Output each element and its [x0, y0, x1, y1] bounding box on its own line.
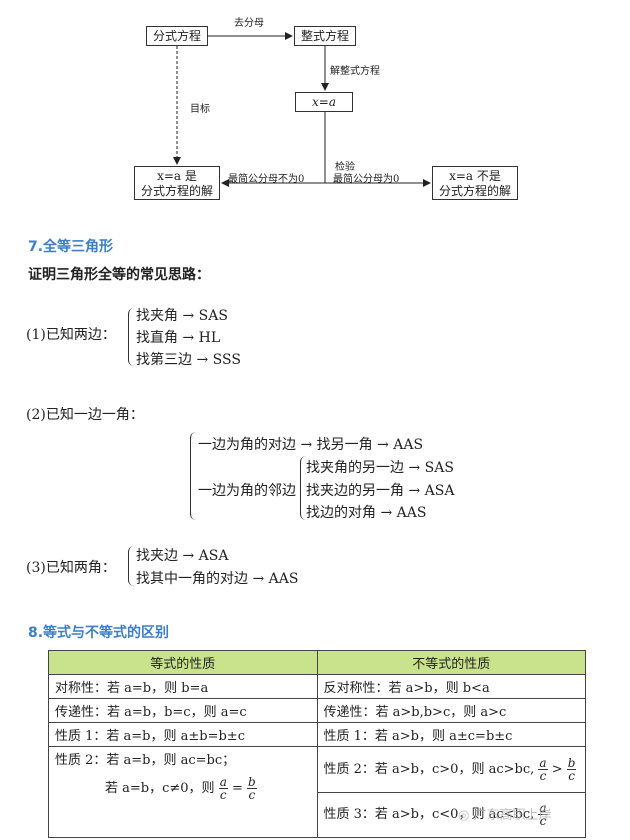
case2-brace — [190, 432, 197, 520]
case2-adjacent: 一边为角的邻边 — [198, 483, 296, 499]
case1-item-3: 找第三边 → SSS — [136, 352, 241, 368]
table-row: 传递性：若 a=b，b=c，则 a=c 传递性：若 a>b,b>c，则 a>c — [48, 698, 586, 723]
section-8-title: 8.等式与不等式的区别 — [28, 625, 170, 641]
case1-item-2: 找直角 → HL — [136, 330, 221, 346]
box-not-solution: x=a 不是 分式方程的解 — [432, 166, 518, 200]
box-x-equals-a: x=a — [295, 92, 353, 112]
flowchart-connectors — [173, 32, 431, 187]
col-header-inequality: 不等式的性质 — [316, 650, 586, 675]
case2-opposite: 一边为角的对边 → 找另一角 → AAS — [198, 437, 424, 453]
label-lcd-zero: 最简公分母为0 — [333, 174, 400, 185]
comparison-table: 等式的性质 不等式的性质 对称性：若 a=b，则 b=a 反对称性：若 a>b，… — [48, 650, 586, 838]
box-not-solution-line1: x=a 不是 — [449, 169, 501, 183]
case3-brace — [128, 546, 135, 586]
label-solve-integer: 解整式方程 — [330, 66, 380, 77]
row1-equality: 对称性：若 a=b，则 b=a — [48, 674, 318, 699]
row4-eq-line1: 性质 2：若 a=b，则 ac=bc； — [55, 753, 236, 768]
box-integer-equation: 整式方程 — [294, 26, 356, 46]
watermark: ◎ 广东高职上岸 — [458, 804, 552, 823]
section-7-intro: 证明三角形全等的常见思路： — [28, 267, 210, 283]
case2-adjacent-item-1: 找夹角的另一边 → SAS — [306, 460, 454, 476]
case2-adjacent-brace — [300, 456, 307, 520]
row2-equality: 传递性：若 a=b，b=c，则 a=c — [48, 698, 318, 723]
wechat-icon: ◎ — [458, 808, 470, 823]
box-fraction-equation: 分式方程 — [146, 26, 208, 46]
case2-adjacent-item-3: 找边的对角 → AAS — [306, 505, 427, 521]
eq-relation: = — [231, 781, 243, 796]
watermark-text: 广东高职上岸 — [473, 808, 552, 823]
case1-brace — [128, 308, 135, 366]
table-header-row: 等式的性质 不等式的性质 — [48, 650, 586, 675]
box-is-solution-line2: 分式方程的解 — [140, 184, 213, 198]
row4-ineq-prefix: 性质 2：若 a>b，c>0，则 ac>bc, — [323, 761, 535, 777]
box-is-solution-line1: x=a 是 — [157, 169, 197, 183]
case2-adjacent-item-2: 找夹边的另一角 → ASA — [306, 483, 455, 499]
case3-item-1: 找夹边 → ASA — [136, 548, 229, 564]
label-lcd-not-zero: 最简公分母不为0 — [228, 174, 305, 185]
case3-item-2: 找其中一角的对边 → AAS — [136, 571, 299, 587]
case3-label: (3)已知两角： — [26, 560, 116, 576]
table-row: 性质 1：若 a=b，则 a±b=b±c 性质 1：若 a>b，则 a±c=b±… — [48, 722, 586, 747]
case1-item-1: 找夹角 → SAS — [136, 308, 228, 324]
row1-inequality: 反对称性：若 a>b，则 b<a — [316, 674, 586, 699]
box-is-solution: x=a 是 分式方程的解 — [134, 166, 220, 200]
row3-equality: 性质 1：若 a=b，则 a±b=b±c — [48, 722, 318, 747]
case1-label: (1)已知两边： — [26, 327, 116, 343]
row2-inequality: 传递性：若 a>b,b>c，则 a>c — [316, 698, 586, 723]
section-7-title: 7.全等三角形 — [28, 239, 114, 255]
label-check: 检验 — [335, 162, 355, 173]
label-goal: 目标 — [190, 104, 210, 115]
row5-ineq-prefix: 性质 3：若 a>b，c<0，则 ac<bc, — [323, 807, 535, 823]
label-remove-denominator: 去分母 — [234, 18, 264, 29]
row4-eq-line2-prefix: 若 a=b，c≠0，则 — [105, 781, 215, 796]
col-header-equality: 等式的性质 — [48, 650, 318, 675]
box-not-solution-line2: 分式方程的解 — [438, 184, 511, 198]
case2-label: (2)已知一边一角： — [26, 407, 144, 423]
ineq-relation: > — [551, 761, 563, 777]
row3-inequality: 性质 1：若 a>b，则 a±c=b±c — [316, 722, 586, 747]
table-row: 对称性：若 a=b，则 b=a 反对称性：若 a>b，则 b<a — [48, 674, 586, 699]
